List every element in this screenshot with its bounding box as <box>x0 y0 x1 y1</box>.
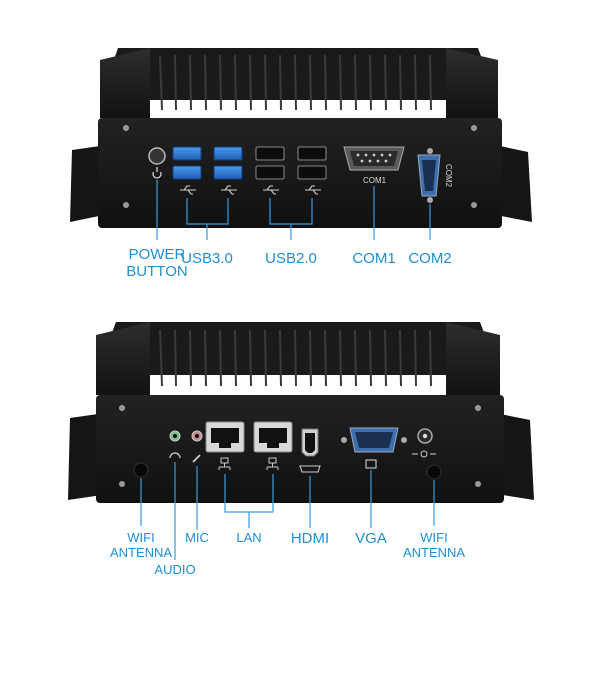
heatsink-fins <box>159 54 432 111</box>
com2-panel-label: COM2 <box>444 164 453 188</box>
lan-ports <box>205 421 293 453</box>
hdmi-label: HDMI <box>290 530 330 547</box>
monitor-icon <box>365 459 377 469</box>
left-shoulder <box>100 48 150 118</box>
com2-label: COM2 <box>408 250 452 267</box>
right-shoulder-2 <box>446 322 500 395</box>
com1-label: COM1 <box>352 250 396 267</box>
vga-port <box>341 427 407 453</box>
microphone-icon <box>192 454 201 463</box>
rear-panel <box>96 395 504 503</box>
power-label-line2: BUTTON <box>126 263 188 280</box>
left-mounting-foot-2 <box>68 414 102 500</box>
wifi-left-line2: ANTENNA <box>109 545 173 560</box>
com1-serial-port <box>343 146 405 171</box>
wifi-right-line1: WIFI <box>420 530 448 545</box>
wifi-antenna-right-label: WIFI ANTENNA <box>391 530 477 560</box>
vga-label: VGA <box>355 530 387 547</box>
dc-jack-pin <box>422 433 428 439</box>
wifi-antenna-hole-left <box>133 462 149 478</box>
hdmi-port <box>301 428 319 457</box>
com2-serial-port <box>417 148 441 203</box>
power-button-label: POWER BUTTON <box>112 246 202 280</box>
wifi-antenna-left-label: WIFI ANTENNA <box>98 530 184 560</box>
power-icon <box>152 167 162 179</box>
usb2-label: USB2.0 <box>265 250 317 267</box>
right-mounting-foot <box>496 146 532 222</box>
hdmi-icon <box>299 465 321 473</box>
lan-label: LAN <box>236 530 262 545</box>
heatsink-fins-2 <box>159 329 432 387</box>
left-shoulder-2 <box>96 322 150 395</box>
panel-screws-2 <box>119 405 481 487</box>
right-shoulder <box>446 48 498 118</box>
usb2-ports <box>255 146 327 180</box>
wifi-antenna-hole-right <box>426 464 442 480</box>
usb3-ports <box>172 146 243 180</box>
left-mounting-foot <box>70 146 104 222</box>
panel-screws <box>123 125 477 208</box>
headphone-icon <box>169 452 181 459</box>
power-button <box>148 147 166 165</box>
mic-jack-hole <box>195 434 199 438</box>
wifi-right-line2: ANTENNA <box>402 545 466 560</box>
heatsink-block <box>100 48 497 100</box>
bottom-callout-lines <box>140 462 435 560</box>
right-mounting-foot-2 <box>496 414 534 500</box>
com1-panel-label: COM1 <box>363 176 387 185</box>
power-label-line1: POWER <box>128 246 186 263</box>
wifi-left-line1: WIFI <box>127 530 155 545</box>
top-callout-lines <box>156 180 431 240</box>
usb3-label: USB3.0 <box>181 250 233 267</box>
audio-label: AUDIO <box>154 562 196 577</box>
dc-polarity-icon <box>412 450 436 458</box>
audio-jack-hole <box>173 434 177 438</box>
heatsink-block-2 <box>96 322 500 375</box>
top-mini-pc: COM1 COM2 <box>70 48 532 240</box>
usb-icon <box>180 185 321 195</box>
network-icon <box>218 457 279 470</box>
mic-label: MIC <box>185 530 209 545</box>
bottom-mini-pc <box>68 322 534 560</box>
